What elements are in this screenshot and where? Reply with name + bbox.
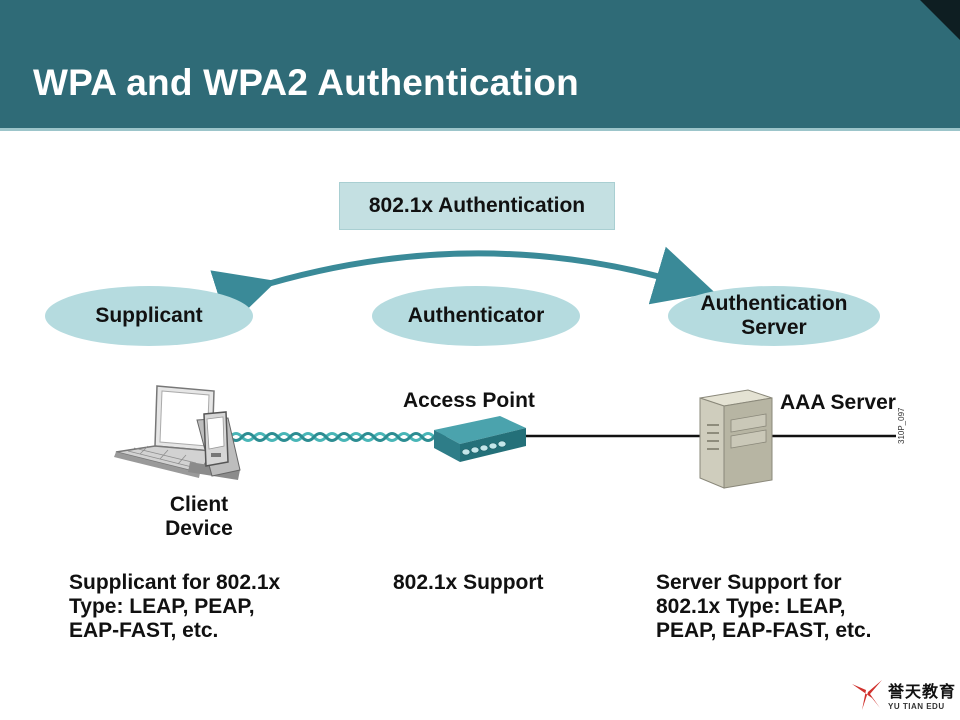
authenticator-role: Authenticator <box>372 286 580 346</box>
supplicant-description: Supplicant for 802.1x Type: LEAP, PEAP, … <box>69 571 280 643</box>
yutian-logo: 誉天教育 YU TIAN EDU <box>846 668 960 720</box>
server-role-label-line1: Authentication <box>700 292 848 315</box>
server-icon <box>699 389 773 489</box>
client-device-label: Client Device <box>160 493 238 541</box>
header-divider <box>0 128 960 131</box>
yutian-logo-mark-icon <box>852 680 882 710</box>
supplicant-role-label: Supplicant <box>95 304 203 327</box>
authenticator-role-label: Authenticator <box>407 304 545 327</box>
page-title: WPA and WPA2 Authentication <box>33 62 579 103</box>
authentication-server-role: Authentication Server <box>668 286 880 346</box>
wireless-link <box>228 432 448 442</box>
supplicant-desc-line3: EAP-FAST, etc. <box>69 619 219 642</box>
server-desc-line3: PEAP, EAP-FAST, etc. <box>656 619 872 642</box>
aaa-server-label: AAA Server <box>780 391 896 414</box>
laptop-icon <box>114 385 215 478</box>
supplicant-desc-line1: Supplicant for 802.1x <box>69 571 281 594</box>
logo-english-name: YU TIAN EDU <box>888 701 945 711</box>
title-bar <box>0 0 960 128</box>
auth-protocol-box: 802.1x Authentication <box>339 182 615 230</box>
corner-accent <box>920 0 960 40</box>
server-description: Server Support for 802.1x Type: LEAP, PE… <box>656 571 872 643</box>
supplicant-role: Supplicant <box>45 286 253 346</box>
logo-chinese-name: 誉天教育 <box>888 683 957 701</box>
client-label-line2: Device <box>165 517 233 540</box>
server-role-label-line2: Server <box>741 316 807 339</box>
access-point-icon <box>434 416 526 462</box>
server-desc-line1: Server Support for <box>656 571 842 594</box>
authenticator-desc-line1: 802.1x Support <box>393 571 544 594</box>
figure-code: 310P_097 <box>897 407 906 444</box>
access-point-label: Access Point <box>403 389 535 412</box>
authenticator-description: 802.1x Support <box>393 571 544 595</box>
client-label-line1: Client <box>169 493 229 516</box>
logo-text: 誉天教育 YU TIAN EDU <box>888 678 956 711</box>
authentication-arrow <box>210 246 715 328</box>
supplicant-desc-line2: Type: LEAP, PEAP, <box>69 595 255 618</box>
server-desc-line2: 802.1x Type: LEAP, <box>656 595 846 618</box>
pda-icon <box>188 411 241 480</box>
